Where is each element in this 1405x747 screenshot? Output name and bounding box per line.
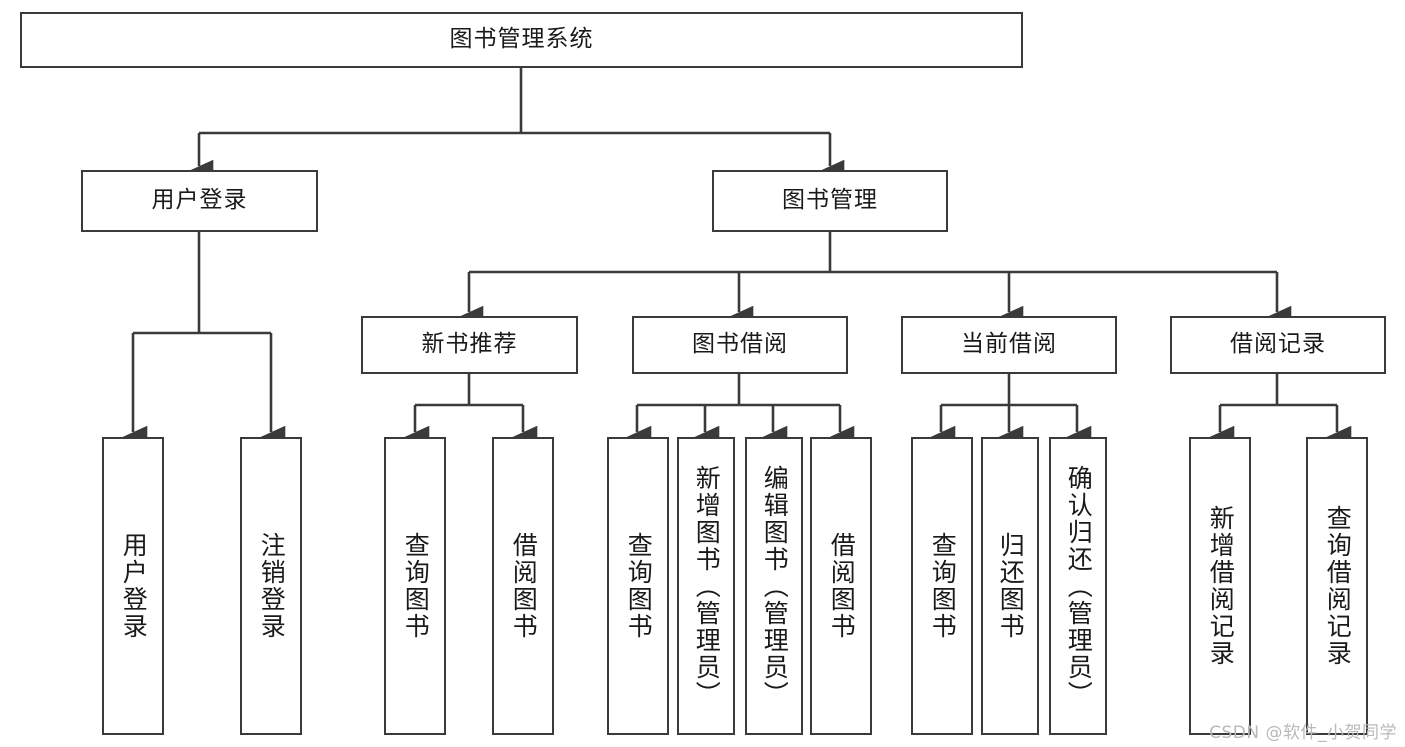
leaf-borrow-book[interactable]: 借阅图书 (810, 437, 872, 735)
node-current-borrowing[interactable]: 当前借阅 (901, 316, 1117, 374)
node-borrowing-record[interactable]: 借阅记录 (1170, 316, 1386, 374)
node-label: 确认归还（管理员） (1064, 464, 1094, 708)
node-label: 用户登录 (119, 532, 149, 640)
leaf-edit-book-admin[interactable]: 编辑图书（管理员） (745, 437, 803, 735)
leaf-return-book[interactable]: 归还图书 (981, 437, 1039, 735)
node-label: 注销登录 (257, 532, 287, 640)
node-label: 借阅图书 (827, 532, 857, 640)
leaf-add-book-admin[interactable]: 新增图书（管理员） (677, 437, 735, 735)
node-label: 用户登录 (151, 187, 248, 214)
csdn-watermark: CSDN @软件_小贺同学 (1209, 723, 1397, 743)
node-label: 查询图书 (401, 532, 431, 640)
leaf-borrow-query-book[interactable]: 查询图书 (607, 437, 669, 735)
node-label: 查询图书 (624, 532, 654, 640)
node-label: 借阅记录 (1230, 331, 1326, 358)
node-new-book-recommendation[interactable]: 新书推荐 (361, 316, 578, 374)
leaf-recommend-query-book[interactable]: 查询图书 (384, 437, 446, 735)
node-label: 借阅图书 (509, 532, 539, 640)
node-user-login[interactable]: 用户登录 (81, 170, 318, 232)
leaf-add-borrow-record[interactable]: 新增借阅记录 (1189, 437, 1251, 735)
node-root-book-management-system[interactable]: 图书管理系统 (20, 12, 1023, 68)
node-label: 新增图书（管理员） (692, 464, 722, 708)
node-label: 当前借阅 (961, 331, 1057, 358)
leaf-logout[interactable]: 注销登录 (240, 437, 302, 735)
leaf-confirm-return-admin[interactable]: 确认归还（管理员） (1049, 437, 1107, 735)
node-label: 新增借阅记录 (1206, 505, 1236, 667)
node-book-borrowing[interactable]: 图书借阅 (632, 316, 848, 374)
leaf-current-query-book[interactable]: 查询图书 (911, 437, 973, 735)
leaf-recommend-borrow-book[interactable]: 借阅图书 (492, 437, 554, 735)
node-label: 查询借阅记录 (1323, 505, 1353, 667)
node-label: 图书管理 (782, 187, 878, 214)
leaf-user-login[interactable]: 用户登录 (102, 437, 164, 735)
node-label: 图书借阅 (692, 331, 788, 358)
node-label: 归还图书 (996, 532, 1026, 640)
node-label: 查询图书 (928, 532, 958, 640)
leaf-query-borrow-record[interactable]: 查询借阅记录 (1306, 437, 1368, 735)
node-label: 图书管理系统 (449, 26, 594, 53)
node-label: 新书推荐 (421, 331, 518, 358)
node-book-management[interactable]: 图书管理 (712, 170, 948, 232)
node-label: 编辑图书（管理员） (760, 464, 790, 708)
